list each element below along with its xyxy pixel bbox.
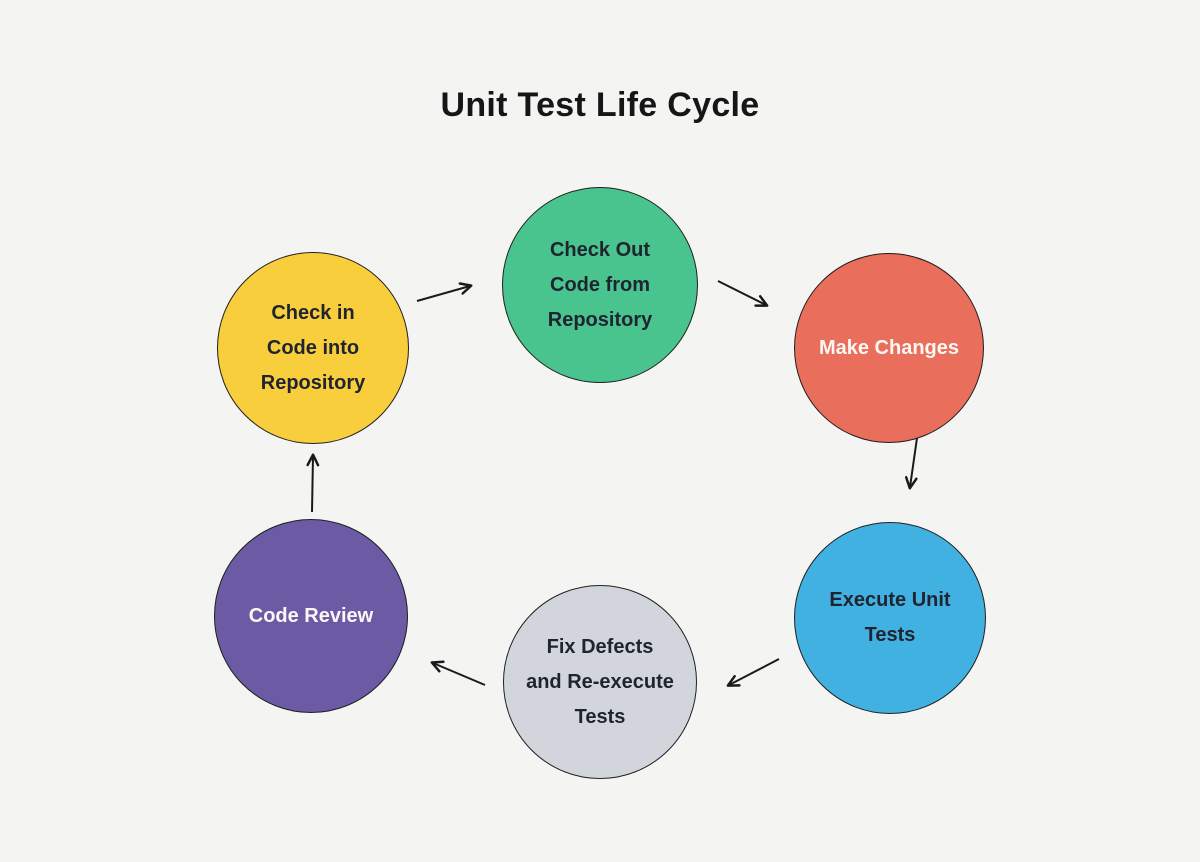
node-label-line: Execute Unit [829,589,951,611]
node-execute-unit-tests: Execute Unit Tests [794,522,986,714]
node-label-line: Check in [271,301,355,324]
node-check-in-code: Check in Code into Repository [217,252,409,444]
node-label-line: Code into [266,336,360,359]
arrow-code-review-to-check-in [306,453,320,513]
node-check-out-code: Check Out Code from Repository [502,187,698,383]
arrow-fix-defects-to-code-review [430,660,486,686]
node-label-line: Repository [260,371,366,394]
node-label-line: Code from [550,273,650,296]
node-code-review: Code Review [214,519,408,713]
node-label-line: Check Out [549,238,651,261]
arrow-make-changes-to-execute-tests [904,437,918,490]
node-fix-defects: Fix Defects and Re-execute Tests [503,585,697,779]
arrow-check-in-to-check-out [416,282,473,302]
arrow-check-out-to-make-changes [717,280,769,307]
arrow-execute-tests-to-fix-defects [726,658,780,687]
node-label-line: Code Review [248,604,374,627]
node-label-line: Tests [864,624,916,646]
node-make-changes: Make Changes [794,253,984,443]
node-label-line: and Re-execute [526,670,674,693]
node-label-line: Tests [574,705,626,728]
node-label-line: Make Changes [818,336,960,359]
node-label-line: Fix Defects [546,635,654,658]
diagram-title: Unit Test Life Cycle [440,86,760,124]
node-label-line: Repository [547,308,653,331]
